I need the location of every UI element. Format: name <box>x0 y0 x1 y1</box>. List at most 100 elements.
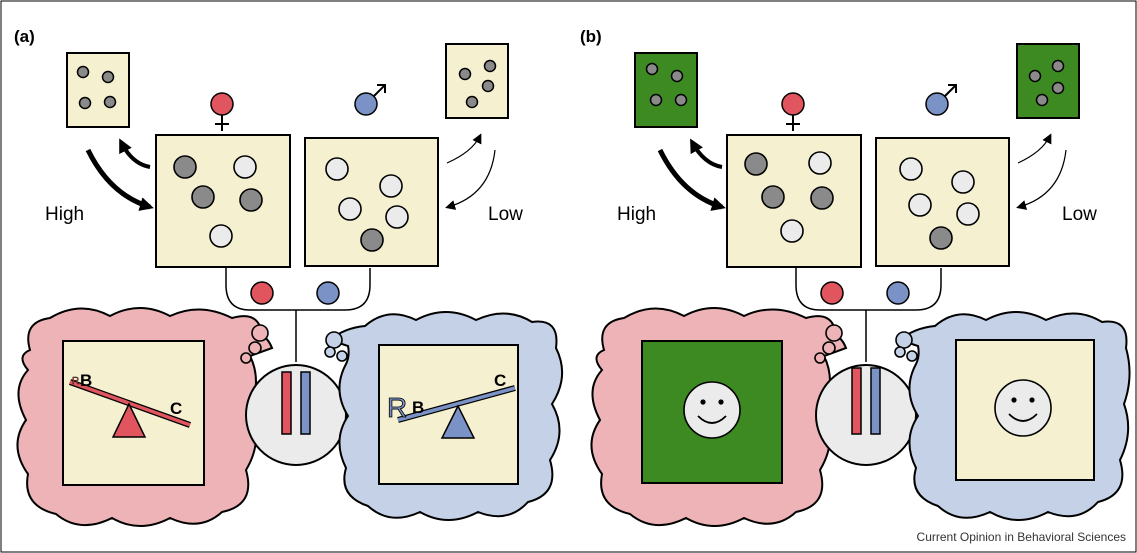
dot <box>78 96 92 110</box>
dot <box>76 65 90 79</box>
thought-bubble <box>240 352 252 364</box>
dot <box>465 95 479 109</box>
small-group-right-dots <box>1028 59 1065 107</box>
low-migration-out-arrow <box>446 133 482 164</box>
dot <box>929 226 953 250</box>
dot <box>780 219 804 243</box>
small-group-right <box>445 43 509 119</box>
panel-a: (a) <box>14 27 563 527</box>
bracket <box>225 268 371 311</box>
seesaw-c: C <box>170 399 182 418</box>
female-group <box>726 134 862 268</box>
dot <box>338 197 362 221</box>
thought-bubble <box>814 352 826 364</box>
dot <box>1051 81 1065 95</box>
thought-bubble <box>822 341 836 355</box>
seesaw-b: B <box>412 398 424 417</box>
thought-bubble <box>248 341 262 355</box>
seesaw-c: C <box>494 371 506 390</box>
thought-bubble <box>336 350 348 362</box>
low-migration-out-arrow <box>1017 133 1052 164</box>
dot <box>483 59 497 73</box>
female-bar <box>281 371 292 435</box>
dot <box>649 93 663 107</box>
small-group-left-dots <box>76 65 117 110</box>
high-migration-in-arrow <box>657 148 726 211</box>
female-group-dots <box>744 151 834 243</box>
smiley-icon <box>994 379 1052 437</box>
high-label: High <box>617 204 656 225</box>
seesaw-r: R <box>72 376 79 387</box>
male-seesaw-frame <box>378 344 519 485</box>
thought-bubble <box>324 346 336 358</box>
low-migration-in-arrow <box>445 149 496 210</box>
small-group-left-dots <box>645 62 688 107</box>
thought-bubble <box>825 324 843 342</box>
panel-label: (b) <box>580 27 602 46</box>
dot <box>239 188 263 212</box>
female-seesaw: R B C <box>68 371 192 438</box>
dot <box>744 152 768 176</box>
dot <box>173 155 197 179</box>
dot <box>458 67 472 81</box>
dot <box>101 70 115 84</box>
dot <box>761 185 785 209</box>
bracket <box>795 268 942 311</box>
seesaw-r: R <box>387 392 407 423</box>
low-migration-in-arrow <box>1016 149 1067 210</box>
sex-ratio-circle <box>245 364 347 466</box>
male-bar <box>300 371 311 435</box>
dot <box>233 155 257 179</box>
small-group-left <box>634 52 698 128</box>
female-bar <box>851 367 862 435</box>
dot <box>808 151 832 175</box>
dot <box>379 174 403 198</box>
dot <box>1035 93 1049 107</box>
thought-bubble <box>894 346 906 358</box>
sex-ratio-circle <box>815 364 917 466</box>
dot <box>191 185 215 209</box>
dot <box>670 69 684 83</box>
small-group-right-dots <box>458 59 497 109</box>
panel-label: (a) <box>14 27 35 46</box>
smiley-icon <box>683 381 741 439</box>
dot <box>674 93 688 107</box>
dot <box>1051 59 1065 73</box>
high-migration-in-arrow <box>85 148 154 211</box>
high-migration-out-arrow <box>690 138 723 169</box>
dot <box>103 95 117 109</box>
thought-bubble <box>325 331 343 349</box>
male-group-dots <box>899 157 980 250</box>
dot <box>899 157 923 181</box>
dot <box>908 193 932 217</box>
credit-line: Current Opinion in Behavioral Sciences <box>917 530 1126 544</box>
small-group-left <box>66 52 130 128</box>
female-group-dots <box>173 155 263 248</box>
high-label: High <box>45 204 84 225</box>
dot <box>1028 69 1042 83</box>
male-token <box>886 281 910 305</box>
thought-bubble <box>251 324 269 342</box>
high-migration-out-arrow <box>119 138 151 169</box>
female-symbol-icon <box>781 92 805 131</box>
male-group-dots <box>325 157 409 252</box>
dot <box>385 205 409 229</box>
thought-bubble <box>906 350 918 362</box>
dot <box>951 170 975 194</box>
thought-bubble <box>895 331 913 349</box>
low-label: Low <box>488 204 523 225</box>
dot <box>481 79 495 93</box>
male-symbol-icon <box>354 84 386 116</box>
small-group-right <box>1016 43 1080 119</box>
female-token <box>820 281 844 305</box>
dot <box>810 186 834 210</box>
dot <box>956 202 980 226</box>
panel-b: (b) <box>580 27 1131 527</box>
dot <box>209 224 233 248</box>
dot <box>360 228 384 252</box>
female-symbol-icon <box>210 92 234 131</box>
dot <box>645 62 659 76</box>
seesaw-b: B <box>80 371 92 390</box>
male-token <box>316 281 340 305</box>
